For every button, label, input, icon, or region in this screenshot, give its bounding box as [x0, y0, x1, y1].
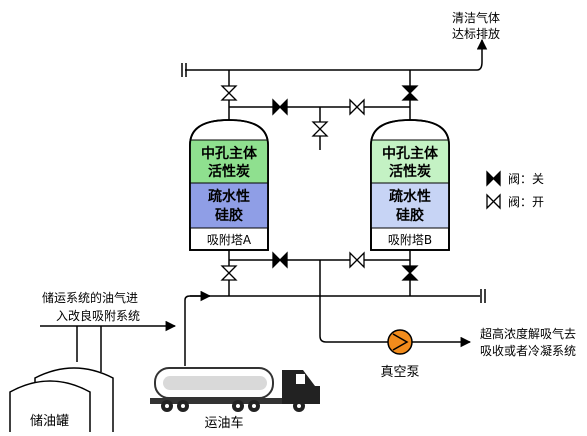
tower-a-silica-layer — [190, 183, 268, 228]
top-exhaust-pipe — [181, 38, 488, 77]
tower-a-carbon-label-line1: 中孔主体 — [201, 145, 258, 162]
oil-tank-label: 储油罐 — [30, 414, 69, 429]
tower-b-silica-label-line1: 疏水性 — [389, 188, 431, 205]
legend-closed-label: 阀：关 — [508, 172, 544, 186]
oil-tank-icon — [9, 367, 114, 432]
tower-b-silica-label-line2: 硅胶 — [396, 207, 424, 224]
tower-b-silica-layer — [371, 183, 449, 228]
storage-inlet-label-line2: 入改良吸附系统 — [56, 308, 140, 323]
valve-b-top-closed[interactable] — [401, 85, 419, 101]
tower-a-silica-label-line2: 硅胶 — [215, 207, 243, 224]
tower-b-carbon-label-line1: 中孔主体 — [382, 145, 439, 162]
desorb-label-line2: 吸收或者冷凝系统 — [480, 343, 576, 358]
storage-inlet-label-line1: 储运系统的油气进 — [42, 290, 138, 305]
oil-truck-label: 运油车 — [204, 415, 243, 431]
oil-truck-icon — [150, 367, 320, 412]
legend-open-valve-icon — [486, 193, 501, 210]
tower-a-silica-label-line1: 疏水性 — [208, 188, 250, 205]
valve-a-bottom-open[interactable] — [220, 265, 238, 281]
clean-gas-label-line1: 清洁气体 — [452, 10, 500, 25]
tower-a-carbon-label-line2: 活性炭 — [208, 163, 250, 180]
vacuum-pump-label: 真空泵 — [380, 365, 419, 380]
valve-bottom-crossover-right-open[interactable] — [349, 251, 365, 269]
valve-a-top-open[interactable] — [220, 85, 238, 101]
tower-bottom-pipes — [40, 250, 486, 372]
vacuum-pump-icon — [387, 329, 413, 355]
valve-crossover-vertical-open[interactable] — [311, 121, 329, 137]
adsorption-tower-a — [189, 119, 269, 251]
valve-crossover-right-open[interactable] — [349, 98, 365, 116]
adsorption-tower-b — [370, 119, 450, 251]
clean-gas-label-line2: 达标排放 — [452, 26, 500, 41]
legend-open-label: 阀：开 — [508, 195, 544, 209]
tower-a-carbon-layer — [190, 140, 268, 183]
desorb-label-line1: 超高浓度解吸气去 — [480, 326, 576, 341]
tower-b-carbon-label-line2: 活性炭 — [389, 163, 431, 180]
tower-b-name: 吸附塔B — [388, 233, 432, 247]
valve-b-bottom-closed[interactable] — [401, 265, 419, 281]
valve-crossover-left-closed[interactable] — [272, 98, 288, 116]
tower-b-carbon-layer — [371, 140, 449, 183]
legend-closed-valve-icon — [486, 170, 501, 187]
valve-bottom-crossover-left-closed[interactable] — [272, 251, 288, 269]
tower-a-name: 吸附塔A — [207, 233, 252, 247]
